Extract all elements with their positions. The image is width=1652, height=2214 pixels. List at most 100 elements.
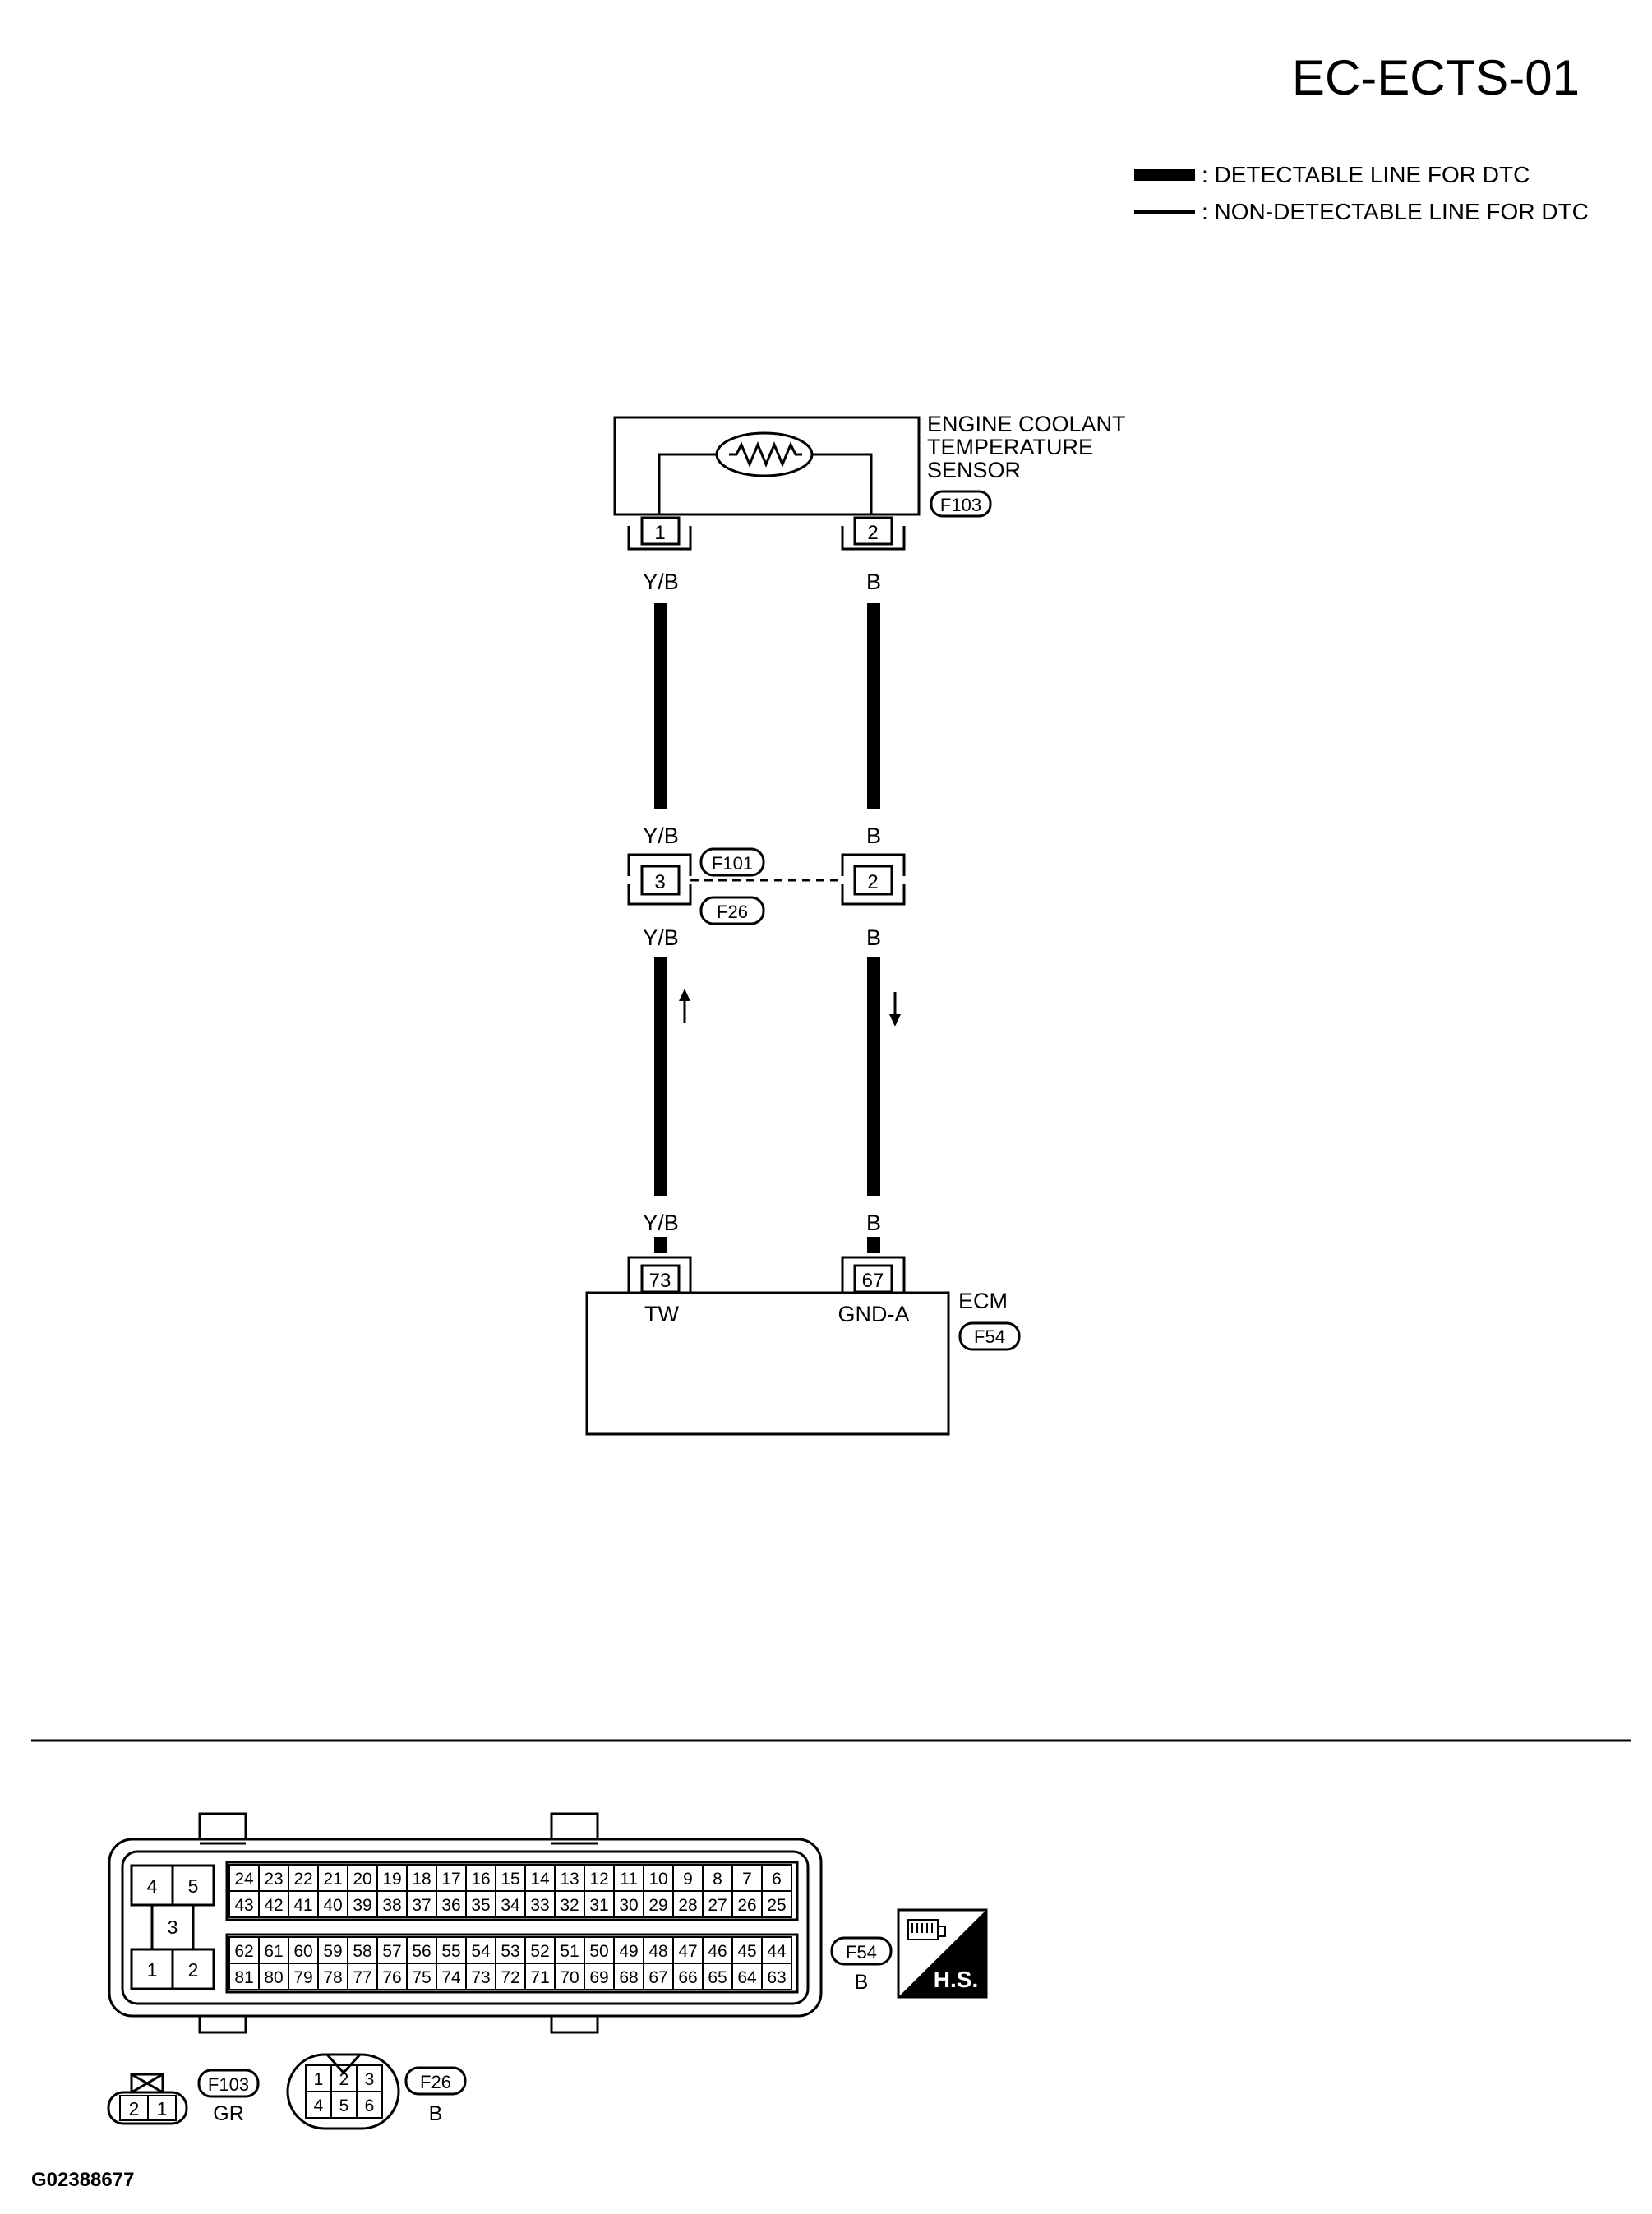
- signal-down-arrow-icon: [889, 992, 901, 1026]
- terminal-pin-number: 2: [867, 522, 878, 544]
- resistor-zigzag-icon: [729, 441, 802, 468]
- f54-pin-number: 45: [737, 1942, 756, 1961]
- f54-pin-cell: [761, 1890, 792, 1918]
- f54-housing-inner: [121, 1850, 810, 2005]
- ecm-connector-badge: [958, 1321, 1021, 1351]
- wire-color-label: B: [866, 823, 881, 848]
- sensor-connector-id: F103: [940, 495, 981, 515]
- f54-pin-number: 35: [471, 1896, 490, 1915]
- f54-pin-number: 69: [589, 1968, 608, 1987]
- f26-pin-number: 5: [339, 2096, 349, 2115]
- f54-pin-number: 21: [323, 1870, 342, 1889]
- f54-pin-number: 10: [648, 1870, 667, 1889]
- terminal-bracket: [627, 1256, 692, 1292]
- wire-color-label: Y/B: [643, 1211, 679, 1235]
- wire-b-stub: [867, 1237, 880, 1253]
- f54-pin-number: 25: [767, 1896, 786, 1915]
- f26-connector-id: F26: [420, 2072, 451, 2092]
- harness-side-symbol: H.S.: [897, 1908, 988, 1999]
- f54-pin-number: 53: [501, 1942, 519, 1961]
- f54-pin-number: 74: [441, 1968, 461, 1987]
- f54-pin-number: 44: [767, 1942, 787, 1961]
- f54-pin-number: 57: [382, 1942, 401, 1961]
- f103-pin-number: 1: [157, 2098, 168, 2119]
- f54-pin-number: 67: [648, 1968, 667, 1987]
- ecm-body: [585, 1291, 950, 1436]
- terminal-bracket: [841, 1256, 906, 1292]
- f54-side-pin-number: 3: [168, 1916, 178, 1938]
- f54-connector-color: B: [855, 1971, 869, 1994]
- wire-b-lower: [867, 957, 880, 1196]
- f103-connector-color: GR: [213, 2102, 244, 2125]
- junction-bracket-bottom-right: [841, 884, 906, 906]
- f54-pin-number: 26: [737, 1896, 756, 1915]
- junction-bracket-top-left: [627, 853, 692, 876]
- f54-pin-number: 62: [234, 1942, 253, 1961]
- f54-side-pin-number: 1: [147, 1959, 158, 1981]
- sensor-name-line2: TEMPERATURE: [927, 435, 1093, 459]
- f54-pin-number: 59: [323, 1942, 342, 1961]
- f54-pin-number: 42: [264, 1896, 283, 1915]
- f54-side-pin-number: 4: [147, 1875, 158, 1897]
- terminal-pin-box: [640, 516, 681, 546]
- junction-bracket-bottom-left: [627, 884, 692, 906]
- f54-pin-number: 51: [560, 1942, 579, 1961]
- connector-plug-icon: [907, 1919, 946, 1940]
- junction-pin-box-right: [853, 865, 893, 896]
- f54-pin-number: 31: [589, 1896, 608, 1915]
- f54-pin-number: 56: [412, 1942, 431, 1961]
- f54-pin-number: 24: [234, 1870, 254, 1889]
- f26-connector-color: B: [429, 2102, 443, 2125]
- f54-pin-number: 32: [560, 1896, 579, 1915]
- wire-yb-upper: [654, 603, 667, 809]
- junction-connector-top-id: F101: [712, 853, 753, 874]
- ecm-terminal-label-right: GND-A: [838, 1302, 910, 1326]
- wire-color-label: Y/B: [643, 570, 679, 594]
- f54-pin-number: 9: [683, 1870, 693, 1889]
- sensor-name-line1: ENGINE COOLANT: [927, 412, 1126, 436]
- wire-b-upper: [867, 603, 880, 809]
- f26-pin-number: 6: [365, 2096, 375, 2115]
- f54-pin-number: 81: [234, 1968, 253, 1987]
- terminal-bracket: [627, 526, 692, 551]
- f26-pin-number: 4: [314, 2096, 324, 2115]
- f26-pin-cell: [356, 2091, 383, 2119]
- junction-pin-right: 2: [867, 871, 878, 893]
- f54-pin-number: 12: [589, 1870, 608, 1889]
- f54-pin-number: 66: [678, 1968, 697, 1987]
- f54-pin-number: 37: [412, 1896, 431, 1915]
- figure-id: G02388677: [31, 2169, 134, 2191]
- f54-side-pin: [171, 1948, 215, 1990]
- f54-pin-number: 29: [648, 1896, 667, 1915]
- f54-pin-number: 30: [619, 1896, 638, 1915]
- f54-pin-number: 6: [772, 1870, 782, 1889]
- ecm-terminal-73: 73: [627, 1256, 692, 1294]
- ecm-terminal-label-left: TW: [644, 1302, 679, 1326]
- f54-pin-number: 46: [708, 1942, 727, 1961]
- sensor-name-line3: SENSOR: [927, 458, 1021, 482]
- junction-connector-bottom-badge: [699, 896, 765, 925]
- f54-pin-number: 60: [293, 1942, 312, 1961]
- junction-bracket-top-right: [841, 853, 906, 876]
- f54-pin-number: 41: [293, 1896, 312, 1915]
- f54-pin-number: 76: [382, 1968, 401, 1987]
- f54-pin-number: 71: [530, 1968, 549, 1987]
- sensor-connector-badge: [930, 490, 992, 518]
- f54-pin-number: 19: [382, 1870, 401, 1889]
- thermistor-symbol: [715, 431, 814, 477]
- f54-connector-badge: [830, 1936, 893, 1966]
- f54-pin-number: 39: [353, 1896, 371, 1915]
- f26-pin-number: 1: [314, 2070, 324, 2089]
- terminal-bracket: [841, 526, 906, 551]
- f54-pin-number: 80: [264, 1968, 283, 1987]
- f26-connector-badge: [404, 2066, 467, 2096]
- wire-yb-lower: [654, 957, 667, 1196]
- f54-connector-id: F54: [846, 1942, 877, 1963]
- terminal-pin-box: [853, 516, 893, 546]
- f54-pin-block-upper: [225, 1861, 799, 1921]
- f54-pin-number: 14: [530, 1870, 550, 1889]
- wire-yb-stub: [654, 1237, 667, 1253]
- legend-detectable-swatch: [1134, 169, 1195, 181]
